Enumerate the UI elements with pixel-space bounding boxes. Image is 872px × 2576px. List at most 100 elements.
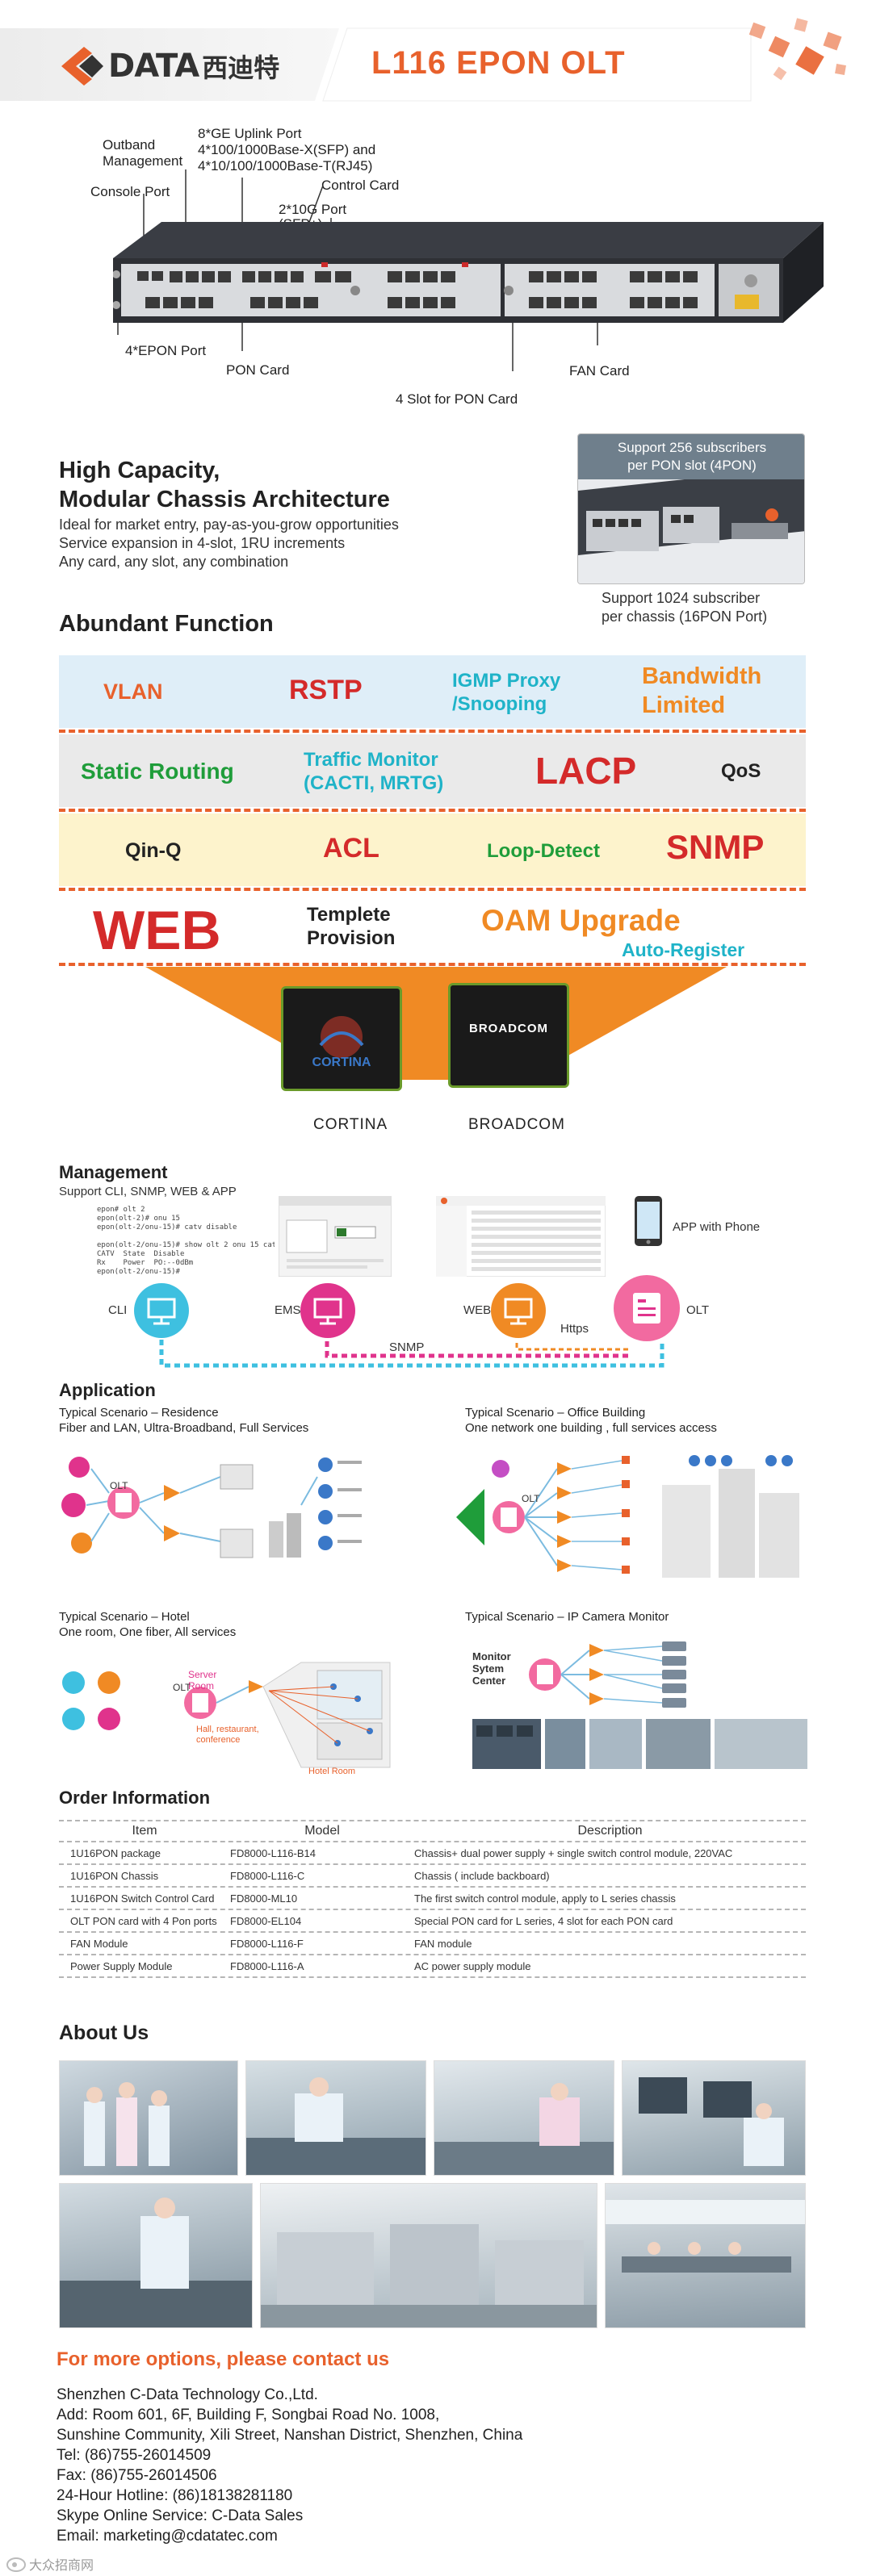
console-port-label: Console Port (90, 184, 170, 199)
factory-photo (606, 2200, 805, 2273)
order-item: OLT PON card with 4 Pon ports (70, 1914, 217, 1927)
table-row: 1U16PON Chassis FD8000-L116-C Chassis ( … (59, 1865, 806, 1888)
capacity-title-1: High Capacity, (59, 458, 220, 483)
residence-title: Typical Scenario – Residence (59, 1406, 219, 1420)
web-circle (491, 1283, 546, 1338)
order-model: FD8000-EL104 (230, 1914, 302, 1927)
snmp-label: SNMP (389, 1340, 425, 1354)
factory-photo (60, 2198, 252, 2327)
function-oam-upgrade: OAM Upgrade (481, 904, 681, 937)
function-separator (59, 888, 806, 891)
uplink-label-3: 4*10/100/1000Base-T(RJ45) (198, 158, 373, 174)
order-table-header: Item Model Description (59, 1820, 806, 1842)
function-row-2: Static Routing Traffic Monitor (CACTI, M… (59, 734, 806, 807)
logo-chinese-text: 西迪特 (202, 53, 280, 82)
order-header-model: Model (304, 1824, 340, 1838)
cortina-chip-icon: CORTINA (312, 1016, 371, 1069)
functions-title: Abundant Function (59, 611, 274, 637)
table-row: Power Supply Module FD8000-L116-A AC pow… (59, 1955, 806, 1978)
function-row-1: VLAN RSTP IGMP Proxy /Snooping Bandwidth… (59, 655, 806, 728)
function-static-routing: Static Routing (81, 759, 234, 784)
monitor-icon (313, 1298, 342, 1325)
ems-screenshot (279, 1196, 392, 1277)
hotel-subtitle: One room, One fiber, All services (59, 1625, 237, 1639)
about-photo (260, 2183, 597, 2328)
hotel-diagram (62, 1662, 391, 1768)
ems-circle (300, 1283, 355, 1338)
factory-photo (639, 2077, 784, 2166)
logo-text: DATA (108, 48, 199, 85)
chassis-subscriber-line-2: per chassis (16PON Port) (602, 608, 768, 625)
office-diagram (456, 1455, 799, 1578)
factory-photo (84, 2082, 170, 2166)
function-templete-1: Templete (307, 904, 391, 926)
about-photo (245, 2060, 426, 2176)
function-lacp: LACP (535, 750, 637, 792)
function-acl: ACL (323, 833, 379, 864)
about-photo (59, 2060, 238, 2176)
function-traffic-2: (CACTI, MRTG) (304, 772, 444, 794)
subscriber-box-line-2: per PON slot (4PON) (627, 458, 757, 473)
function-separator (59, 730, 806, 733)
table-row: 1U16PON package FD8000-L116-B14 Chassis+… (59, 1842, 806, 1865)
about-title: About Us (59, 2022, 149, 2044)
function-bandwidth-2: Limited (642, 692, 726, 718)
order-description: AC power supply module (414, 1959, 531, 1972)
subscriber-box-caption: Support 256 subscribers per PON slot (4P… (578, 434, 804, 479)
residence-diagram (61, 1457, 362, 1558)
slot-label: 4 Slot for PON Card (396, 391, 518, 407)
pon-card-label: PON Card (226, 362, 290, 378)
order-item: 1U16PON Chassis (70, 1869, 159, 1882)
factory-photo (246, 2077, 426, 2175)
watermark-text: 大众招商网 (29, 2559, 94, 2573)
order-item: Power Supply Module (70, 1959, 173, 1972)
order-item: 1U16PON package (70, 1846, 161, 1859)
factory-photo (261, 2224, 597, 2327)
order-table: Item Model Description 1U16PON package F… (59, 1820, 806, 1978)
https-label: Https (560, 1322, 589, 1336)
smartphone-icon (635, 1196, 662, 1246)
svg-text:CORTINA: CORTINA (312, 1056, 371, 1069)
olt-chassis-image (113, 169, 824, 371)
monitor-label-1: Monitor (472, 1650, 511, 1662)
order-title: Order Information (59, 1788, 211, 1808)
10g-port-label-1: 2*10G Port (279, 202, 347, 217)
hall-label: Hall, restaurant, conference (196, 1725, 259, 1745)
watermark: 大众招商网 (5, 2554, 94, 2574)
table-row: OLT PON card with 4 Pon ports FD8000-EL1… (59, 1910, 806, 1933)
table-row: 1U16PON Switch Control Card FD8000-ML10 … (59, 1888, 806, 1910)
fan-card-label: FAN Card (569, 363, 630, 378)
order-model: FD8000-L116-B14 (230, 1846, 316, 1859)
capacity-line-2: Service expansion in 4-slot, 1RU increme… (59, 535, 346, 551)
office-title: Typical Scenario – Office Building (465, 1406, 646, 1420)
olt-circle (614, 1275, 680, 1341)
monitor-label-2: Sytem (472, 1662, 505, 1675)
app-with-phone-label: APP with Phone (673, 1220, 761, 1234)
about-photo (434, 2060, 614, 2176)
contact-heading: For more options, please contact us (57, 2348, 390, 2370)
cortina-chip: CORTINA (281, 986, 402, 1091)
subscriber-box: Support 256 subscribers per PON slot (4P… (577, 433, 805, 584)
cli-circle (134, 1283, 189, 1338)
order-item: FAN Module (70, 1937, 128, 1950)
management-title: Management (59, 1162, 168, 1182)
function-templete-2: Provision (307, 927, 396, 949)
subscriber-box-line-1: Support 256 subscribers (617, 440, 767, 455)
cli-label: CLI (108, 1303, 128, 1317)
c-data-logo-icon (61, 47, 103, 86)
order-description: Chassis ( include backboard) (414, 1869, 550, 1882)
order-description: Special PON card for L series, 4 slot fo… (414, 1914, 673, 1927)
function-separator (59, 809, 806, 812)
office-olt-label: OLT (522, 1493, 540, 1504)
order-description: FAN module (414, 1937, 472, 1950)
function-qinq: Qin-Q (125, 839, 182, 862)
header: DATA 西迪特 L116 EPON OLT (0, 0, 872, 121)
camera-photos (472, 1719, 807, 1769)
capacity-line-1: Ideal for market entry, pay-as-you-grow … (59, 516, 399, 533)
factory-photo (434, 2083, 614, 2175)
residence-subtitle: Fiber and LAN, Ultra-Broadband, Full Ser… (59, 1421, 309, 1435)
contact-fax: Fax: (86)755-26014506 (57, 2467, 217, 2484)
hotel-title: Typical Scenario – Hotel (59, 1610, 190, 1624)
monitor-icon (147, 1298, 176, 1325)
web-label: WEB (463, 1303, 492, 1317)
